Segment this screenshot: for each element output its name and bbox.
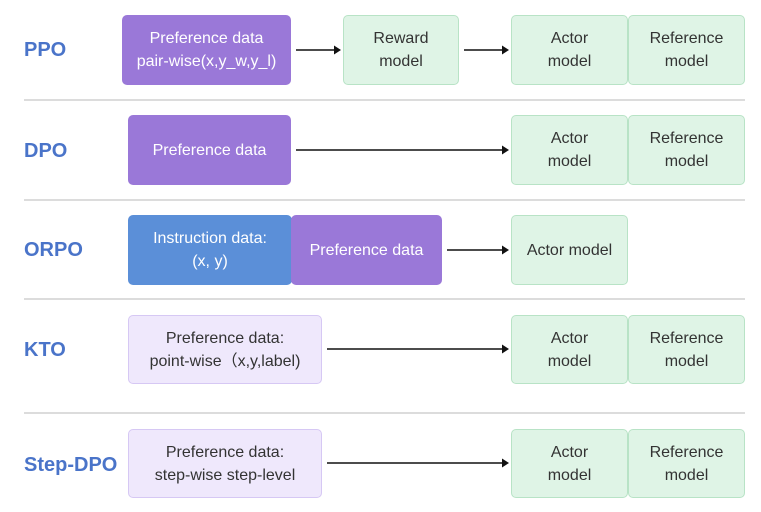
step-dpo-actor-model-line2: model — [547, 466, 592, 484]
orpo-preference-data-box: Preference data — [291, 215, 442, 285]
dpo-reference-model-line1: Reference — [649, 130, 724, 147]
kto-reference-model-box: Reference model — [628, 315, 745, 384]
ppo-reward-model-line1: Reward — [373, 30, 429, 47]
kto-actor-model-line1: Actor — [550, 329, 589, 347]
step-dpo-preference-data-box: Preference data: step-wise step-level — [128, 429, 322, 498]
step-dpo-reference-model-line1: Reference — [649, 443, 724, 461]
kto-actor-model-line2: model — [547, 352, 592, 370]
ppo-reference-model-line1: Reference — [649, 30, 724, 47]
row-label-kto: KTO — [24, 339, 66, 361]
ppo-reference-model-line2: model — [664, 53, 709, 70]
ppo-arrow-to-reward — [296, 45, 341, 55]
ppo-reward-model-box: Reward model — [343, 15, 459, 85]
orpo-instruction-data-line2: (x, y) — [192, 253, 228, 270]
dpo-preference-data-box: Preference data — [128, 115, 291, 185]
ppo-preference-data-box: Preference data pair-wise(x,y_w,y_l) — [122, 15, 291, 85]
ppo-preference-data-line1: Preference data — [149, 30, 264, 47]
dpo-reference-model-line2: model — [664, 153, 709, 170]
kto-preference-data-line2: point-wise（x,y,label) — [149, 352, 301, 370]
row-separator — [24, 99, 745, 101]
ppo-actor-model-line2: model — [547, 53, 592, 70]
row-label-ppo: PPO — [24, 39, 67, 61]
orpo-actor-model-box: Actor model — [511, 215, 628, 285]
ppo-arrow-to-actor — [464, 45, 509, 55]
ppo-reference-model-box: Reference model — [628, 15, 745, 85]
kto-preference-data-box: Preference data: point-wise（x,y,label) — [128, 315, 322, 384]
dpo-reference-model-box: Reference model — [628, 115, 745, 185]
kto-preference-data-line1: Preference data: — [165, 329, 285, 347]
ppo-actor-model-line1: Actor — [550, 30, 589, 47]
kto-arrow-to-actor — [327, 344, 509, 354]
step-dpo-reference-model-box: Reference model — [628, 429, 745, 498]
orpo-instruction-data-line1: Instruction data: — [153, 230, 267, 247]
orpo-preference-data-line1: Preference data — [309, 241, 424, 259]
orpo-arrow-to-actor — [447, 245, 509, 255]
step-dpo-actor-model-line1: Actor — [550, 443, 589, 461]
dpo-actor-model-box: Actor model — [511, 115, 628, 185]
kto-reference-model-line2: model — [664, 352, 709, 370]
row-label-orpo: ORPO — [24, 239, 83, 261]
orpo-actor-model-line1: Actor model — [526, 241, 613, 259]
dpo-actor-model-line1: Actor — [550, 130, 589, 147]
step-dpo-preference-data-line2: step-wise step-level — [154, 466, 296, 484]
dpo-preference-data-line1: Preference data — [152, 141, 267, 159]
step-dpo-actor-model-box: Actor model — [511, 429, 628, 498]
row-label-step-dpo: Step-DPO — [24, 454, 118, 476]
row-separator — [24, 412, 745, 414]
dpo-arrow-to-actor — [296, 145, 509, 155]
step-dpo-reference-model-line2: model — [664, 466, 709, 484]
kto-actor-model-box: Actor model — [511, 315, 628, 384]
ppo-reward-model-line2: model — [379, 53, 423, 70]
row-separator — [24, 199, 745, 201]
ppo-actor-model-box: Actor model — [511, 15, 628, 85]
kto-reference-model-line1: Reference — [649, 329, 724, 347]
ppo-preference-data-line2: pair-wise(x,y_w,y_l) — [136, 53, 277, 70]
step-dpo-arrow-to-actor — [327, 458, 509, 468]
orpo-instruction-data-box: Instruction data: (x, y) — [128, 215, 292, 285]
step-dpo-preference-data-line1: Preference data: — [165, 443, 285, 461]
dpo-actor-model-line2: model — [547, 153, 592, 170]
row-label-dpo: DPO — [24, 140, 68, 162]
row-separator — [24, 298, 745, 300]
